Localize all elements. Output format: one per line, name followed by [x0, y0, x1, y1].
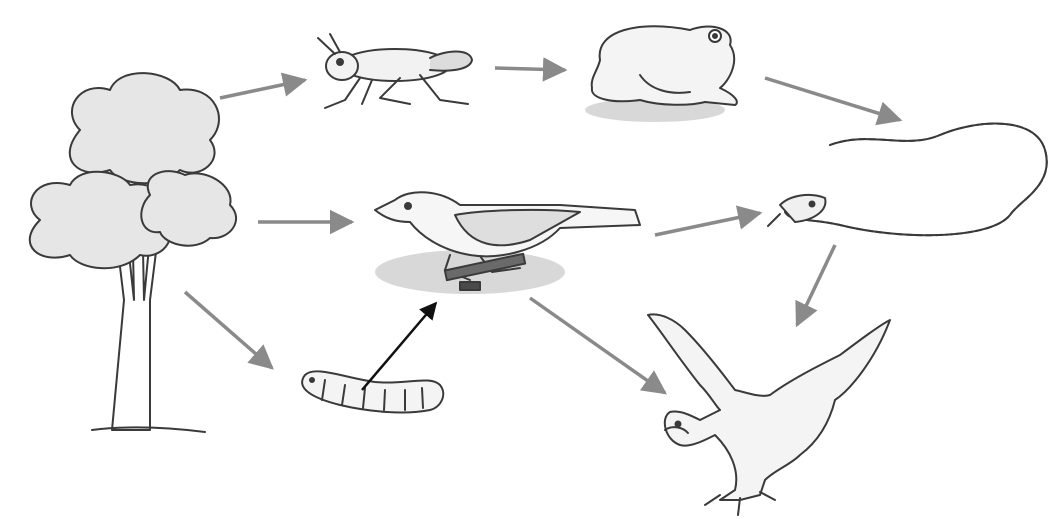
arrow-tree-to-grasshopper	[220, 80, 305, 98]
frog-icon	[585, 26, 737, 122]
grasshopper-icon	[318, 34, 472, 108]
arrow-bird-to-eagle	[530, 298, 665, 393]
arrow-grasshopper-to-frog	[495, 68, 565, 70]
eagle-icon	[648, 314, 890, 515]
snake-icon	[768, 124, 1047, 236]
arrow-bird-to-snake	[655, 213, 760, 235]
arrow-snake-to-eagle	[797, 245, 835, 325]
tree-icon	[30, 73, 236, 432]
arrow-caterpillar-to-bird	[362, 303, 436, 390]
bird-icon	[375, 192, 640, 294]
arrow-frog-to-snake	[765, 78, 900, 120]
arrow-tree-to-caterpillar	[185, 292, 272, 368]
